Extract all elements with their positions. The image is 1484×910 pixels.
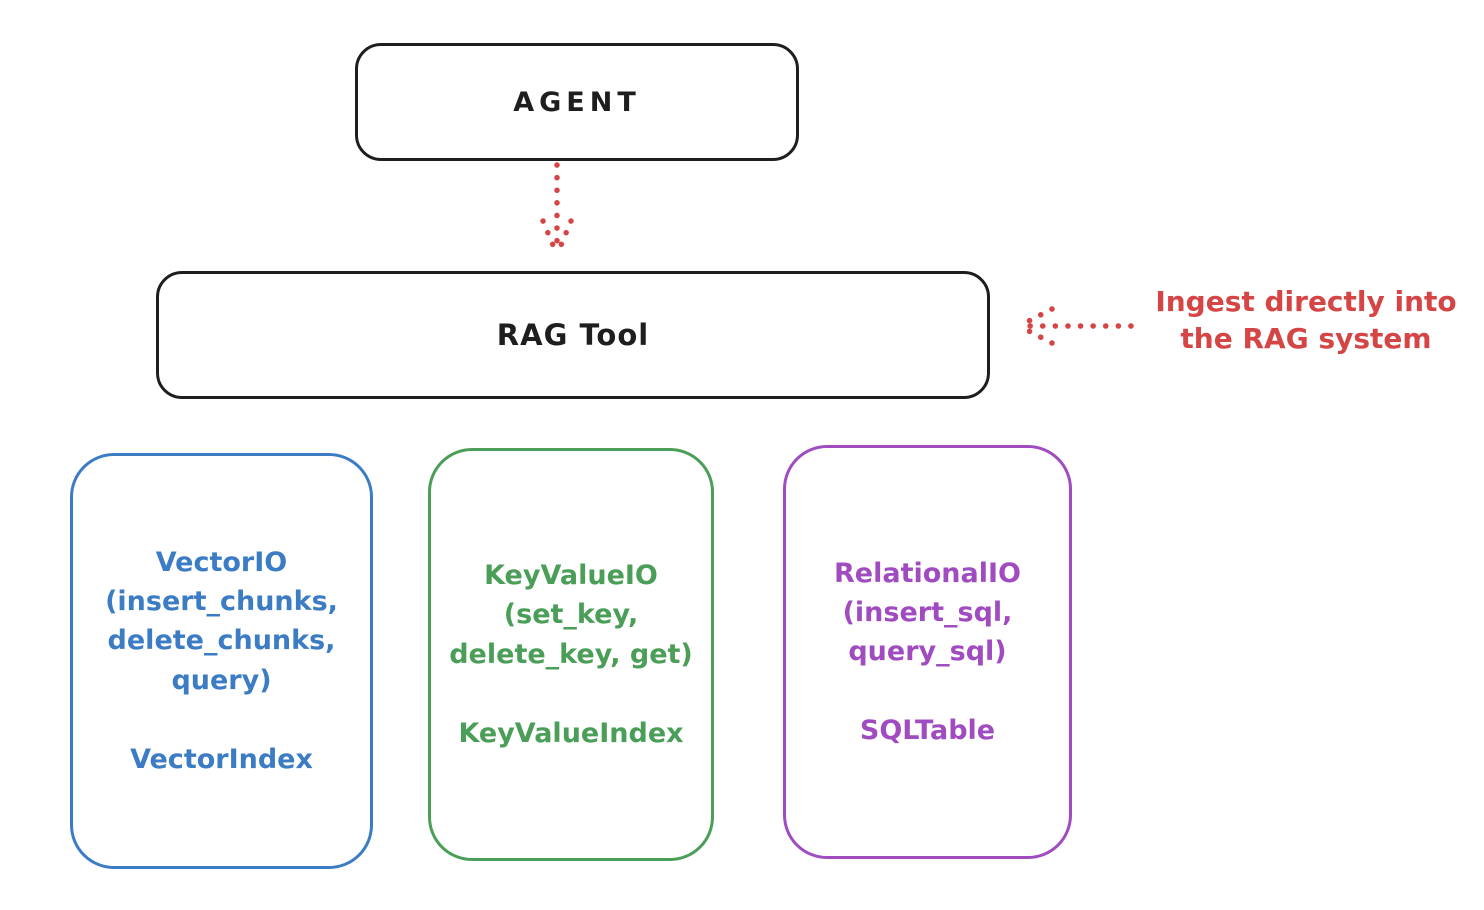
vector-io-method-line: delete_chunks, (107, 625, 336, 657)
rag-tool-node: RAG Tool (156, 271, 990, 399)
ingest-annotation-line2: the RAG system (1180, 321, 1432, 355)
keyvalue-io-node: KeyValueIO (set_key, delete_key, get) Ke… (428, 448, 714, 861)
vector-io-method-line: query) (171, 664, 272, 696)
dotted-arrow-down-icon (540, 162, 574, 255)
keyvalue-io-method-line: delete_key, get) (449, 638, 693, 670)
keyvalue-index-label: KeyValueIndex (458, 717, 684, 749)
rag-tool-node-label: RAG Tool (496, 318, 650, 352)
dotted-arrow-left-icon (1020, 306, 1134, 346)
keyvalue-io-method-line: (set_key, (503, 599, 639, 631)
vector-index-label: VectorIndex (130, 743, 313, 775)
keyvalue-io-title: KeyValueIO (484, 560, 658, 592)
sql-table-label: SQLTable (859, 715, 996, 747)
vector-io-title: VectorIO (155, 547, 288, 579)
relational-io-method-line: (insert_sql, (842, 596, 1013, 628)
relational-io-method-line: query_sql) (848, 636, 1007, 667)
relational-io-node: RelationalIO (insert_sql, query_sql) SQL… (783, 445, 1072, 859)
vector-io-node: VectorIO (insert_chunks, delete_chunks, … (70, 453, 373, 869)
agent-node-label: AGENT (513, 86, 641, 118)
relational-io-title: RelationalIO (834, 557, 1021, 589)
ingest-annotation: Ingest directly into the RAG system (1138, 284, 1474, 358)
ingest-annotation-line1: Ingest directly into (1155, 285, 1457, 318)
agent-node: AGENT (355, 43, 799, 161)
vector-io-method-line: (insert_chunks, (105, 586, 338, 618)
